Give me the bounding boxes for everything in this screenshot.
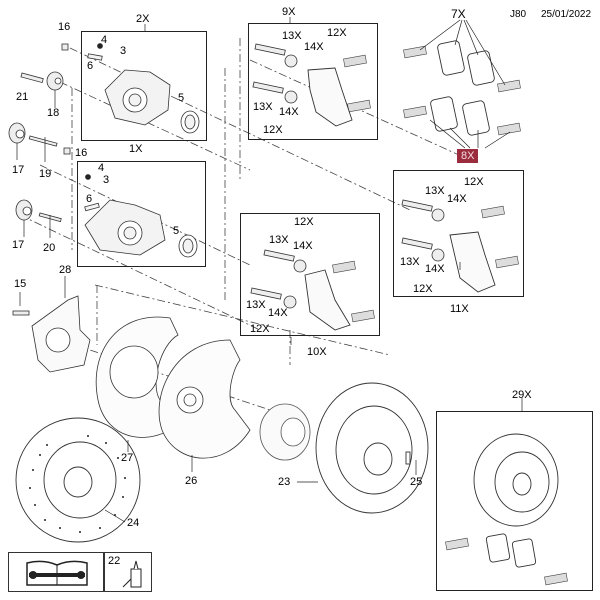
kit-box-29x[interactable] bbox=[436, 411, 593, 591]
brake-disc-23 bbox=[315, 382, 429, 514]
callout-20[interactable]: 20 bbox=[43, 242, 56, 254]
left-small-parts bbox=[8, 43, 71, 316]
callout-28[interactable]: 28 bbox=[59, 264, 72, 276]
callout-15[interactable]: 15 bbox=[14, 278, 27, 290]
brake-disc-24 bbox=[15, 417, 141, 543]
wheel-hub bbox=[259, 403, 311, 461]
callout-14x[interactable]: 14X bbox=[304, 41, 324, 53]
assembly-guide-lines bbox=[19, 38, 471, 421]
caliper-upper bbox=[87, 43, 200, 134]
callout-19[interactable]: 19 bbox=[39, 168, 52, 180]
callout-27[interactable]: 27 bbox=[121, 452, 134, 464]
callout-18[interactable]: 18 bbox=[47, 107, 60, 119]
callout-3[interactable]: 3 bbox=[103, 174, 110, 186]
callout-14x[interactable]: 14X bbox=[425, 263, 445, 275]
diagram-date: 25/01/2022 bbox=[541, 9, 592, 20]
group-label-7x[interactable]: 7X bbox=[451, 7, 466, 21]
callout-12x[interactable]: 12X bbox=[263, 124, 283, 136]
callout-26[interactable]: 26 bbox=[185, 475, 198, 487]
callout-17[interactable]: 17 bbox=[12, 239, 25, 251]
legend-manual-cell[interactable] bbox=[8, 552, 104, 592]
callout-6[interactable]: 6 bbox=[86, 193, 93, 205]
kit-box-1x[interactable] bbox=[77, 161, 206, 267]
callout-5[interactable]: 5 bbox=[173, 225, 180, 237]
callout-13x[interactable]: 13X bbox=[425, 185, 445, 197]
callout-12x[interactable]: 12X bbox=[294, 216, 314, 228]
kit-29x-artwork bbox=[473, 433, 559, 568]
lubricant-bottle-icon bbox=[122, 560, 142, 588]
callout-14x[interactable]: 14X bbox=[268, 307, 288, 319]
kit-box-10x[interactable] bbox=[240, 213, 380, 336]
callout-14x[interactable]: 14X bbox=[447, 193, 467, 205]
callout-21[interactable]: 21 bbox=[16, 91, 29, 103]
kit-box-9x[interactable] bbox=[248, 23, 378, 140]
repair-manual-icon bbox=[26, 560, 88, 586]
group-label-9x[interactable]: 9X bbox=[282, 6, 296, 18]
group-label-29x[interactable]: 29X bbox=[512, 389, 532, 401]
guide-pins bbox=[250, 43, 445, 309]
legend-part-cell[interactable]: 22 bbox=[104, 552, 152, 592]
disc-24-drill-holes bbox=[29, 435, 126, 533]
bracket-28 bbox=[31, 295, 91, 373]
kit-box-11x[interactable] bbox=[393, 170, 524, 297]
leader-lines bbox=[16, 17, 523, 523]
dust-shield-26 bbox=[158, 339, 251, 459]
kit-box-2x[interactable] bbox=[81, 31, 207, 141]
callout-17[interactable]: 17 bbox=[12, 164, 25, 176]
callout-16[interactable]: 16 bbox=[58, 21, 71, 33]
group-label-8x-highlighted[interactable]: 8X bbox=[457, 149, 479, 163]
legend-part-number: 22 bbox=[108, 555, 121, 567]
caliper-lower bbox=[84, 174, 198, 258]
callout-4[interactable]: 4 bbox=[98, 162, 105, 174]
brake-pads-artwork bbox=[430, 40, 495, 136]
callout-13x[interactable]: 13X bbox=[253, 101, 273, 113]
callout-14x[interactable]: 14X bbox=[293, 240, 313, 252]
callout-12x[interactable]: 12X bbox=[327, 27, 347, 39]
group-label-1x[interactable]: 1X bbox=[129, 143, 143, 155]
callout-12x[interactable]: 12X bbox=[250, 323, 270, 335]
caliper-carriers bbox=[304, 67, 496, 331]
callout-24[interactable]: 24 bbox=[127, 517, 140, 529]
callout-23[interactable]: 23 bbox=[278, 476, 291, 488]
callout-13x[interactable]: 13X bbox=[282, 30, 302, 42]
callout-3[interactable]: 3 bbox=[120, 45, 127, 57]
callout-14x[interactable]: 14X bbox=[279, 106, 299, 118]
callout-12x[interactable]: 12X bbox=[413, 283, 433, 295]
group-label-11x[interactable]: 11X bbox=[450, 303, 469, 315]
callout-13x[interactable]: 13X bbox=[246, 299, 266, 311]
callout-13x[interactable]: 13X bbox=[400, 256, 420, 268]
diagram-code: J80 bbox=[510, 9, 527, 20]
callout-4[interactable]: 4 bbox=[101, 34, 108, 46]
callout-5[interactable]: 5 bbox=[178, 92, 185, 104]
pad-clips bbox=[332, 45, 568, 586]
callout-16[interactable]: 16 bbox=[75, 147, 88, 159]
callout-25[interactable]: 25 bbox=[410, 476, 423, 488]
callout-12x[interactable]: 12X bbox=[464, 176, 484, 188]
callout-13x[interactable]: 13X bbox=[269, 234, 289, 246]
group-label-10x[interactable]: 10X bbox=[307, 346, 327, 358]
group-label-2x[interactable]: 2X bbox=[136, 13, 150, 25]
callout-6[interactable]: 6 bbox=[87, 60, 94, 72]
